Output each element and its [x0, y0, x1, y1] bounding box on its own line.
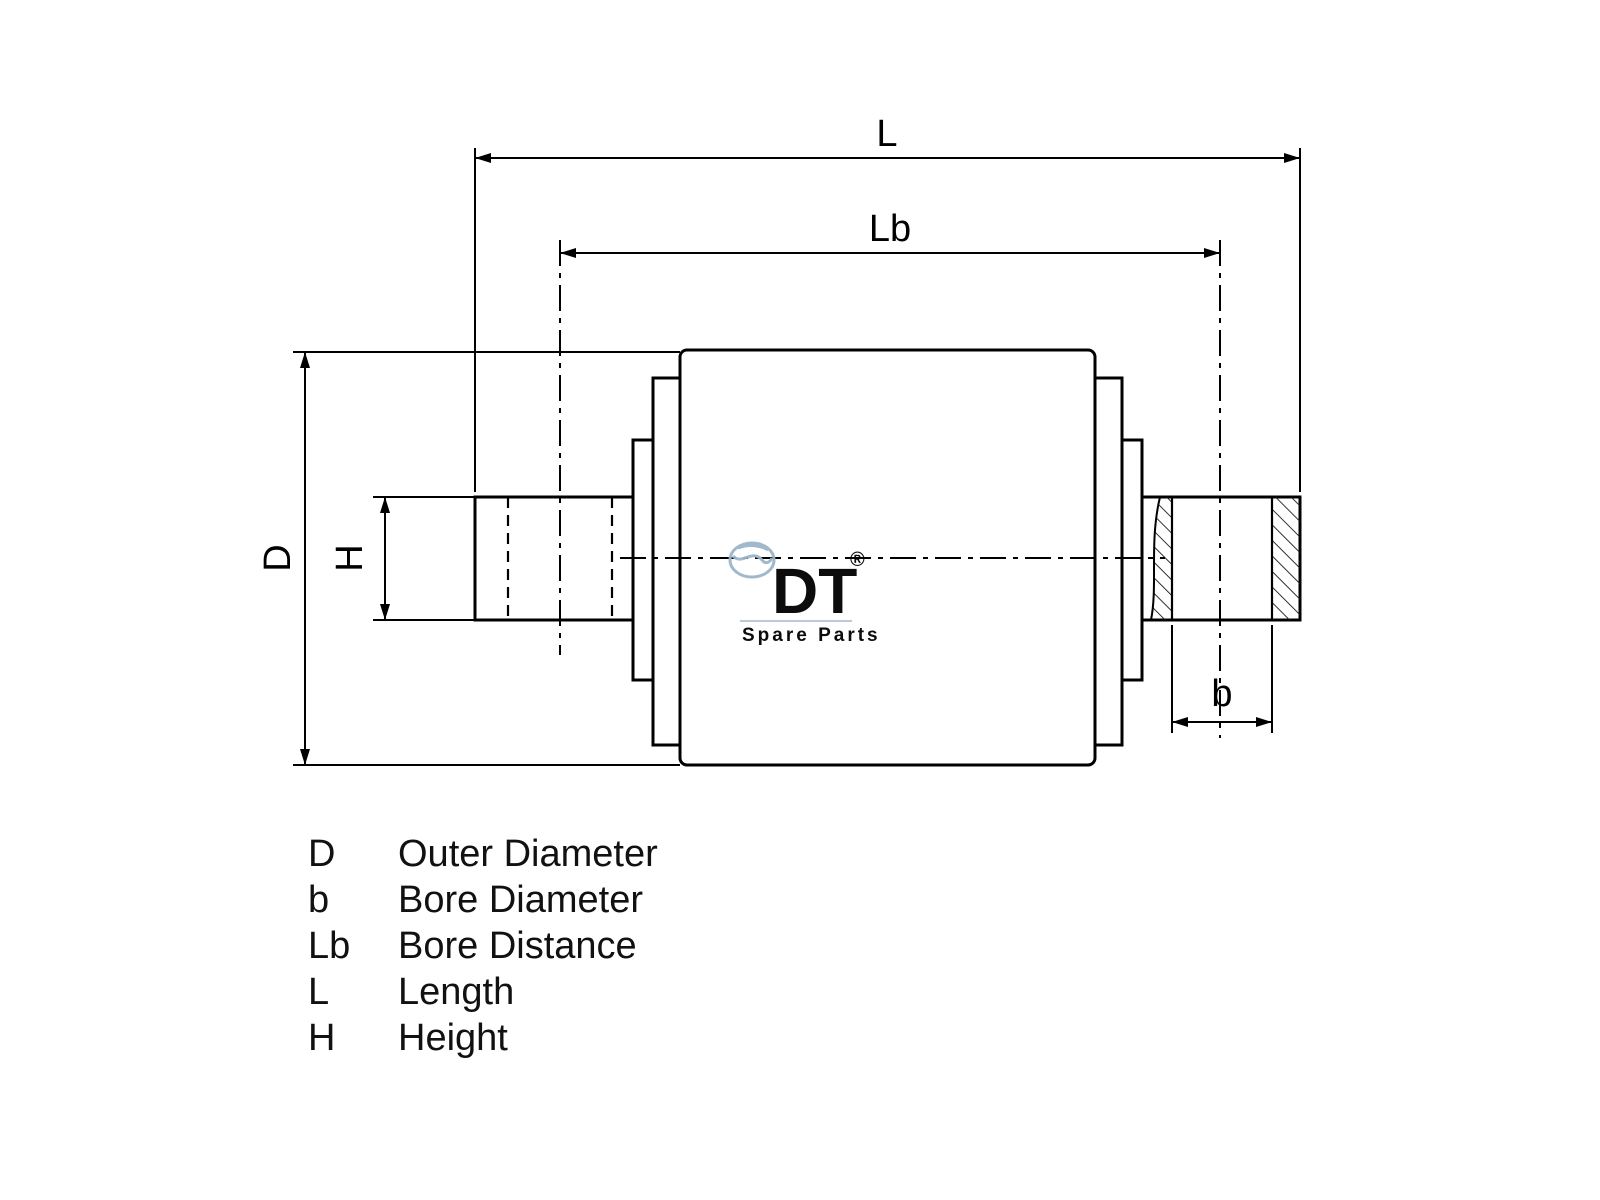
dimension-Lb: Lb [560, 208, 1220, 258]
legend-description: Length [398, 971, 514, 1013]
dimension-H: H [329, 496, 475, 621]
legend-row: L Length [308, 971, 514, 1013]
legend-symbol: Lb [308, 925, 350, 967]
brand-emblem-icon [728, 541, 776, 579]
legend-description: Bore Distance [398, 925, 637, 967]
dim-label-L: L [876, 113, 897, 155]
dim-label-b: b [1211, 673, 1232, 715]
center-lines [559, 240, 1221, 738]
arrowhead-right [1256, 717, 1272, 727]
legend-row: D Outer Diameter [308, 833, 658, 875]
legend-row: H Height [308, 1017, 508, 1059]
part-left-flange [651, 376, 684, 747]
brand-watermark: DT ® Spare Parts [728, 541, 881, 646]
brand-subtitle: Spare Parts [742, 625, 881, 646]
arrowhead-right [1204, 248, 1220, 258]
arrowhead-top [380, 497, 390, 513]
legend-symbol: D [308, 833, 335, 875]
break-wavy-line [1150, 496, 1161, 621]
legend-description: Outer Diameter [398, 833, 658, 875]
brand-text: DT [772, 555, 857, 627]
arrowhead-left [560, 248, 576, 258]
legend-description: Bore Diameter [398, 879, 643, 921]
arrowhead-right [1284, 153, 1300, 163]
hatch-right-block [1272, 497, 1300, 620]
part-right-flange [1091, 376, 1124, 747]
arrowhead-left [1172, 717, 1188, 727]
legend-symbol: b [308, 879, 329, 921]
dimension-L: L [474, 113, 1301, 492]
legend: D Outer Diameter b Bore Diameter Lb Bore… [308, 833, 658, 1059]
arrowhead-bottom [300, 749, 310, 765]
legend-row: b Bore Diameter [308, 879, 643, 921]
legend-description: Height [398, 1017, 508, 1059]
dim-label-H: H [329, 544, 371, 571]
dim-label-D: D [257, 544, 299, 571]
legend-symbol: H [308, 1017, 335, 1059]
arrowhead-left [475, 153, 491, 163]
dim-label-Lb: Lb [869, 208, 911, 250]
arrowhead-bottom [380, 604, 390, 620]
dimension-b: b [1171, 625, 1273, 733]
part-outline [473, 348, 1302, 767]
hidden-bore-lines [506, 497, 614, 620]
dimension-D: D [257, 351, 680, 766]
legend-row: Lb Bore Distance [308, 925, 637, 967]
registered-mark: ® [850, 549, 865, 571]
part-left-pin [473, 495, 635, 622]
legend-symbol: L [308, 971, 329, 1013]
arrowhead-top [300, 352, 310, 368]
